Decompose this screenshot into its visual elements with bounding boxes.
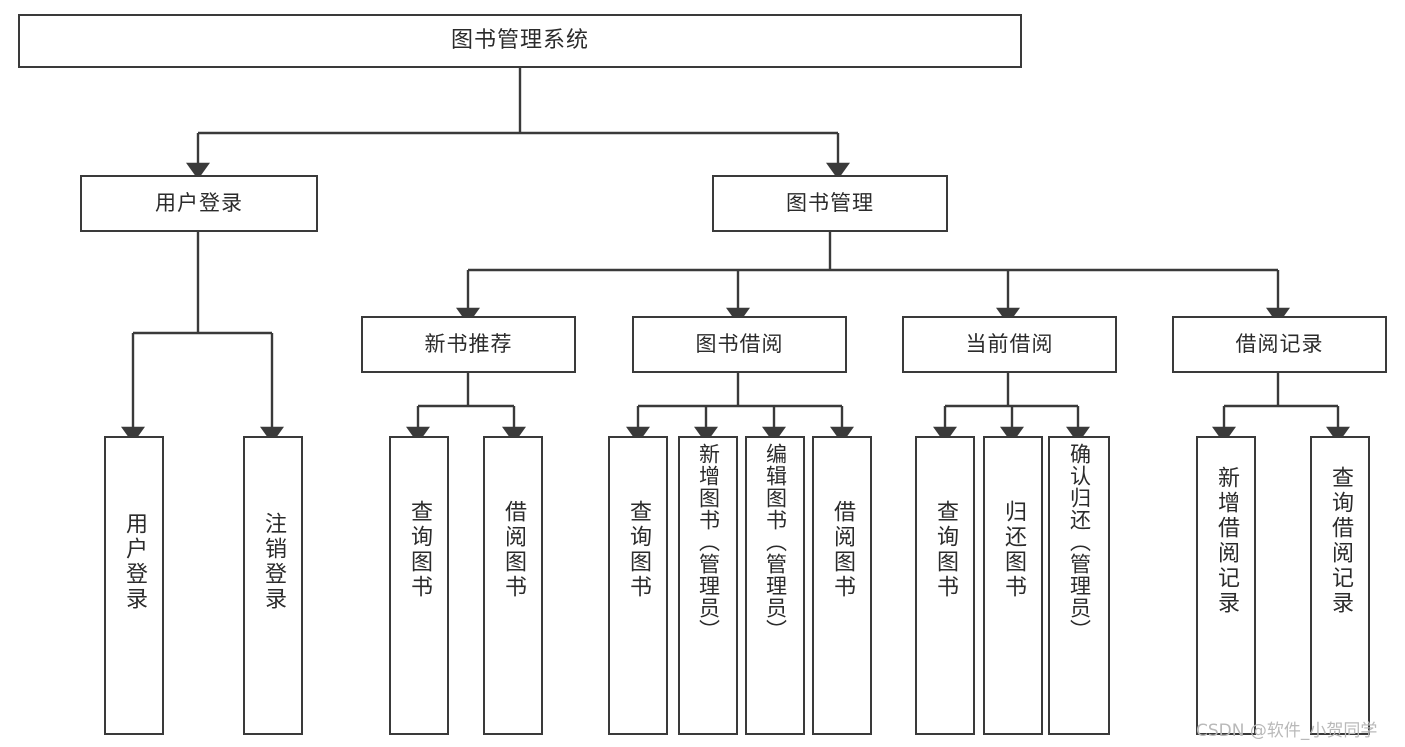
node-root-system[interactable]: 图书管理系统: [18, 14, 1022, 68]
node-new-book-recommend[interactable]: 新书推荐: [361, 316, 576, 373]
leaf-user-login-logout[interactable]: 注销登录: [243, 436, 303, 735]
leaf-record-query-record[interactable]: 查询借阅记录: [1310, 436, 1370, 735]
node-label: 查询借阅记录: [1328, 466, 1353, 616]
node-label: 归还图书: [1001, 500, 1026, 600]
leaf-new-book-borrow[interactable]: 借阅图书: [483, 436, 543, 735]
leaf-record-add-record[interactable]: 新增借阅记录: [1196, 436, 1256, 735]
node-label: 查询图书: [407, 500, 432, 600]
node-current-borrow[interactable]: 当前借阅: [902, 316, 1117, 373]
node-label: 查询图书: [626, 500, 651, 600]
csdn-watermark: CSDN @软件_小贺同学: [1196, 721, 1378, 741]
node-label: 用户登录: [155, 191, 243, 216]
leaf-current-return-book[interactable]: 归还图书: [983, 436, 1043, 735]
node-label: 编辑图书（管理员）: [763, 443, 788, 641]
node-borrow-record[interactable]: 借阅记录: [1172, 316, 1387, 373]
node-label: 查询图书: [933, 500, 958, 600]
node-label: 借阅图书: [830, 500, 855, 600]
node-book-borrow[interactable]: 图书借阅: [632, 316, 847, 373]
leaf-borrow-edit-book-admin[interactable]: 编辑图书（管理员）: [745, 436, 805, 735]
leaf-current-confirm-return-admin[interactable]: 确认归还（管理员）: [1048, 436, 1110, 735]
leaf-new-book-query[interactable]: 查询图书: [389, 436, 449, 735]
node-label: 借阅记录: [1235, 332, 1324, 357]
leaf-current-query-book[interactable]: 查询图书: [915, 436, 975, 735]
node-label: 图书管理: [786, 191, 874, 216]
node-label: 当前借阅: [965, 332, 1054, 357]
leaf-borrow-add-book-admin[interactable]: 新增图书（管理员）: [678, 436, 738, 735]
leaf-user-login-login[interactable]: 用户登录: [104, 436, 164, 735]
node-label: 新增借阅记录: [1214, 466, 1239, 616]
node-label: 新书推荐: [424, 332, 513, 357]
node-label: 借阅图书: [501, 500, 526, 600]
node-label: 图书管理系统: [450, 28, 589, 54]
node-user-login[interactable]: 用户登录: [80, 175, 318, 232]
node-label: 用户登录: [122, 512, 147, 612]
node-book-management[interactable]: 图书管理: [712, 175, 948, 232]
node-label: 注销登录: [261, 512, 286, 612]
leaf-borrow-borrow-book[interactable]: 借阅图书: [812, 436, 872, 735]
leaf-borrow-query-book[interactable]: 查询图书: [608, 436, 668, 735]
node-label: 新增图书（管理员）: [696, 443, 721, 641]
node-label: 图书借阅: [695, 332, 784, 357]
node-label: 确认归还（管理员）: [1067, 443, 1092, 641]
